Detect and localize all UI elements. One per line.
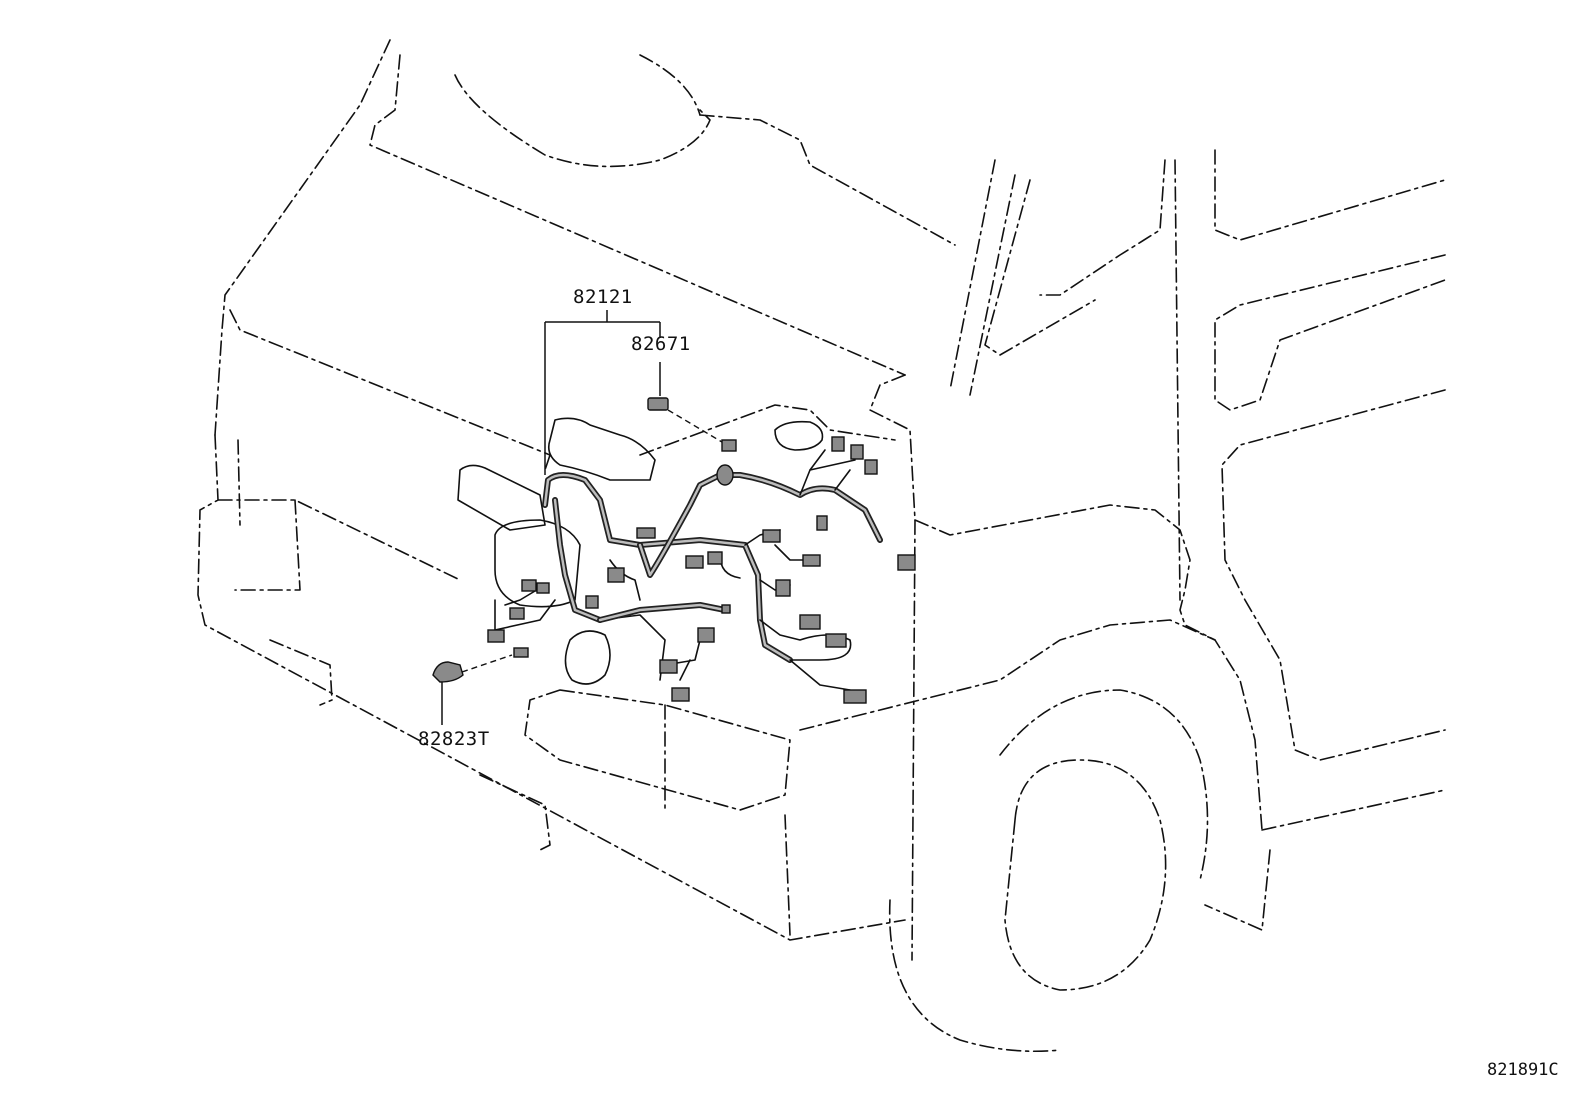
connector (585, 595, 599, 609)
main-wiring-harness (494, 449, 883, 691)
connector (831, 436, 845, 452)
part-number-82121: 82121 (573, 286, 633, 308)
connector (536, 582, 550, 594)
part-number-82823t: 82823T (418, 728, 490, 750)
connector-82671 (647, 397, 669, 411)
figure-reference: 821891C (1487, 1060, 1559, 1080)
connector (697, 627, 715, 643)
connector (685, 555, 704, 569)
connector (843, 689, 867, 704)
connector (799, 614, 821, 630)
connector (607, 567, 625, 583)
connector (816, 515, 828, 531)
connector (487, 629, 505, 643)
connector (762, 529, 781, 543)
connector (864, 459, 878, 475)
connector (636, 527, 656, 539)
connector (802, 554, 821, 567)
connector (513, 647, 529, 658)
connector-82823t (432, 661, 464, 683)
connector (721, 439, 737, 452)
connector (521, 579, 537, 592)
connector (721, 604, 731, 614)
grommet (716, 464, 734, 486)
connector (825, 633, 847, 648)
leader-lines (441, 310, 723, 725)
connector (897, 554, 916, 571)
connectors (432, 397, 916, 704)
part-number-82671: 82671 (631, 333, 691, 355)
vehicle-body-outline (197, 39, 1446, 1053)
connector (707, 551, 723, 565)
connector (659, 659, 678, 674)
connector (850, 444, 864, 460)
connector (509, 607, 525, 620)
connector (671, 687, 690, 702)
connector (775, 579, 791, 597)
